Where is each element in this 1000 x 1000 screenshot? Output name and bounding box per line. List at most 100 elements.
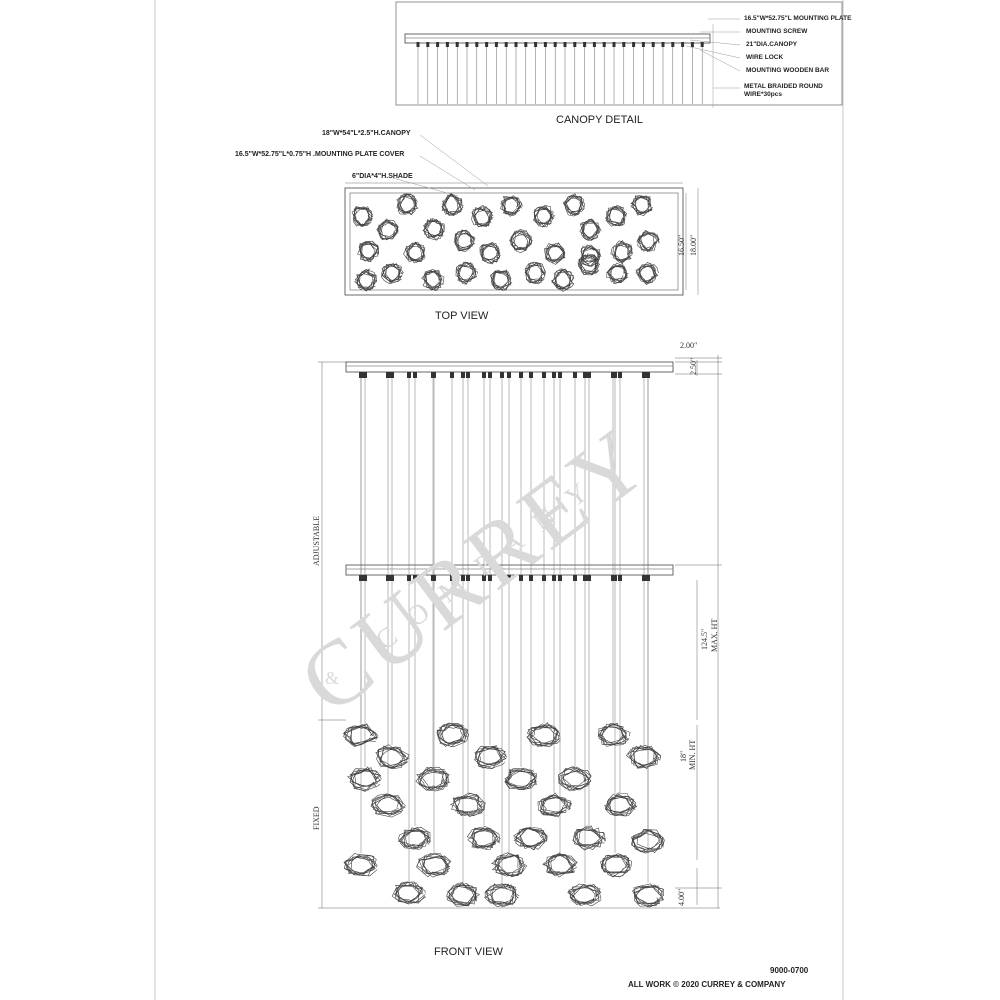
front-view-drawing bbox=[318, 355, 722, 909]
wire-lock bbox=[507, 372, 511, 378]
wire-lock bbox=[359, 575, 363, 581]
wire-lock bbox=[583, 42, 587, 47]
wire-lock bbox=[558, 575, 562, 581]
wire-lock bbox=[407, 575, 411, 581]
wire-lock bbox=[613, 575, 617, 581]
wire-lock bbox=[432, 575, 436, 581]
wire-lock bbox=[475, 42, 479, 47]
shade-icon bbox=[610, 240, 634, 264]
drawing-code: 9000-0700 bbox=[770, 966, 809, 975]
dim-max-label: MAX. HT bbox=[710, 618, 719, 652]
shade-icon bbox=[391, 881, 427, 905]
shade-icon bbox=[403, 241, 426, 264]
wire-lock bbox=[646, 372, 650, 378]
wire-lock bbox=[543, 42, 547, 47]
wire-lock bbox=[461, 575, 465, 581]
label-canopy-size: 18"W*54"L*2.5"H.CANOPY bbox=[322, 130, 411, 137]
shade-icon bbox=[579, 218, 602, 242]
shade-icon bbox=[436, 722, 470, 748]
shade-icon bbox=[537, 792, 573, 818]
label-mounting-screw: MOUNTING SCREW bbox=[746, 28, 808, 35]
wire-lock bbox=[602, 42, 606, 47]
shade-icon bbox=[376, 218, 399, 241]
wire-lock bbox=[488, 372, 492, 378]
shade-icon bbox=[544, 242, 566, 265]
wire-lock bbox=[524, 42, 528, 47]
shade-icon bbox=[577, 253, 601, 276]
drawing-frame bbox=[154, 0, 844, 1000]
label-shade-size: 6"DIA*4"H.SHADE bbox=[352, 173, 413, 180]
shade-icon bbox=[343, 853, 378, 877]
top-view-shades bbox=[351, 193, 660, 292]
dim-min-height: 18" bbox=[679, 750, 688, 762]
wire-lock bbox=[461, 372, 465, 378]
wire-lock bbox=[573, 575, 577, 581]
wire-lock bbox=[690, 42, 694, 47]
wire-lock bbox=[529, 372, 533, 378]
wire-lock bbox=[587, 575, 591, 581]
wire-lock bbox=[641, 42, 645, 47]
wire-lock bbox=[534, 42, 538, 47]
wire-lock bbox=[553, 42, 557, 47]
wire-lock bbox=[504, 42, 508, 47]
wire-lock bbox=[466, 575, 470, 581]
front-view-title: FRONT VIEW bbox=[434, 946, 503, 958]
wire-lock bbox=[583, 372, 587, 378]
shade-icon bbox=[562, 193, 586, 217]
shade-icon bbox=[471, 205, 494, 228]
label-fixed: FIXED bbox=[312, 806, 321, 830]
shade-icon bbox=[512, 826, 548, 851]
shade-icon bbox=[351, 206, 374, 228]
wire-lock bbox=[432, 372, 436, 378]
shade-icon bbox=[354, 268, 378, 292]
shade-icon bbox=[357, 240, 379, 263]
wire-lock bbox=[612, 42, 616, 47]
shade-icon bbox=[597, 722, 631, 747]
shade-icon bbox=[370, 793, 406, 818]
shade-icon bbox=[422, 217, 446, 241]
shade-icon bbox=[504, 767, 538, 791]
wire-lock bbox=[445, 42, 449, 47]
shade-icon bbox=[421, 269, 445, 292]
wire-lock bbox=[466, 372, 470, 378]
wire-lock bbox=[563, 42, 567, 47]
label-adjustable: ADJUSTABLE bbox=[312, 515, 321, 566]
shade-icon bbox=[446, 882, 481, 907]
wire-lock bbox=[514, 42, 518, 47]
wire-lock bbox=[455, 42, 459, 47]
dim-top-b: 2.50" bbox=[689, 357, 698, 375]
shade-icon bbox=[551, 268, 575, 292]
shade-icon bbox=[484, 883, 520, 908]
wire-lock bbox=[646, 575, 650, 581]
wire-lock bbox=[482, 372, 486, 378]
wire-lock bbox=[359, 372, 363, 378]
shade-icon bbox=[526, 722, 561, 747]
wire-lock bbox=[426, 42, 430, 47]
wire-lock bbox=[632, 42, 636, 47]
wire-lock bbox=[390, 372, 394, 378]
top-view-title: TOP VIEW bbox=[435, 310, 489, 322]
shade-icon bbox=[397, 826, 431, 850]
wire-lock bbox=[413, 575, 417, 581]
wire-lock bbox=[552, 372, 556, 378]
wire-lock bbox=[618, 575, 622, 581]
wire-lock bbox=[416, 42, 420, 47]
label-wire-count: WIRE*30pcs bbox=[744, 91, 782, 98]
wire-lock bbox=[613, 372, 617, 378]
wire-lock bbox=[661, 42, 665, 47]
shade-icon bbox=[466, 825, 501, 850]
wire-lock bbox=[450, 372, 454, 378]
wire-lock bbox=[390, 575, 394, 581]
wire-lock bbox=[622, 42, 626, 47]
label-wooden-bar: MOUNTING WOODEN BAR bbox=[746, 67, 830, 74]
wire-lock bbox=[700, 42, 704, 47]
wire-lock bbox=[519, 372, 523, 378]
wire-lock bbox=[587, 372, 591, 378]
wire-lock bbox=[436, 42, 440, 47]
shade-icon bbox=[416, 852, 452, 878]
label-braided-wire: METAL BRAIDED ROUND bbox=[744, 83, 823, 90]
wire-lock bbox=[386, 372, 390, 378]
top-view-canopy bbox=[344, 187, 684, 296]
shade-icon bbox=[632, 883, 665, 908]
label-wire-lock: WIRE LOCK bbox=[746, 54, 784, 61]
